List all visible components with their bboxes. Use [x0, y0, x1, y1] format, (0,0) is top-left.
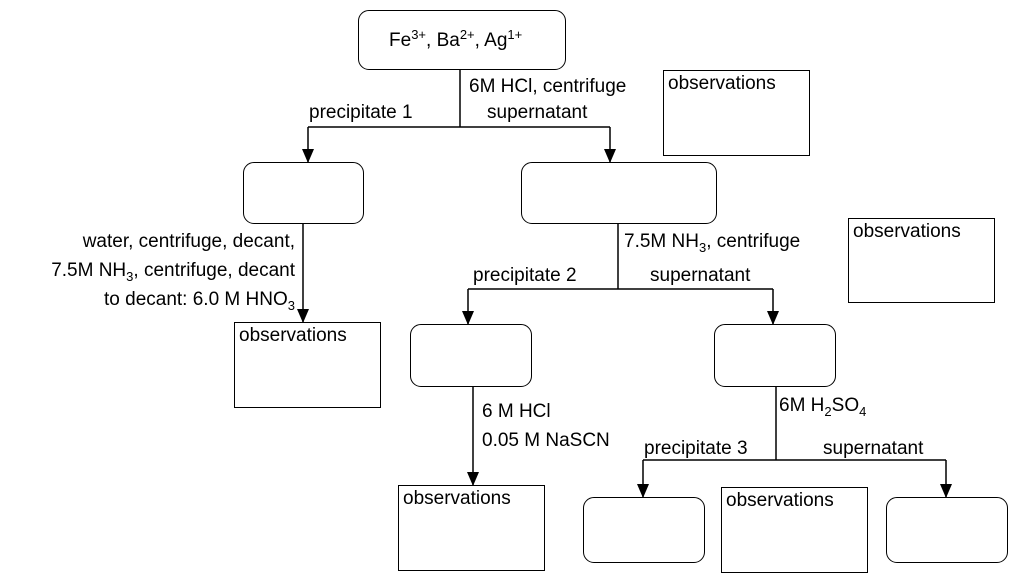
- observations-box-3: observations: [234, 322, 381, 408]
- supernatant-3-box: [886, 497, 1008, 563]
- observations-label: observations: [668, 73, 776, 94]
- observations-box-5: observations: [721, 487, 868, 573]
- observations-box-1: observations: [663, 70, 810, 156]
- precipitate-3-box: [583, 497, 705, 563]
- step3-reagent: 6M H2SO4: [779, 395, 867, 419]
- step2-left-branch: precipitate 2: [473, 265, 577, 286]
- observations-label: observations: [403, 488, 511, 509]
- mid-path-reagent-line1: 6 M HCl: [482, 401, 551, 422]
- observations-box-2: observations: [848, 218, 995, 303]
- step3-right-branch: supernatant: [823, 438, 924, 459]
- step2-right-branch: supernatant: [650, 265, 751, 286]
- step1-reagent: 6M HCl, centrifuge: [469, 76, 627, 97]
- left-path-reagent-line1: water, centrifuge, decant,: [82, 231, 295, 252]
- supernatant-1-box: [521, 162, 717, 224]
- observations-box-4: observations: [398, 485, 545, 571]
- left-path-reagent-line2: 7.5M NH3, centrifuge, decant: [51, 260, 295, 284]
- step3-left-branch: precipitate 3: [644, 438, 748, 459]
- start-ions-label: Fe3+, Ba2+, Ag1+: [389, 27, 523, 51]
- observations-label: observations: [853, 221, 961, 242]
- left-path-reagent-line3: to decant: 6.0 M HNO3: [104, 289, 295, 313]
- supernatant-2-box: [714, 324, 836, 387]
- step1-right-branch: supernatant: [487, 102, 588, 123]
- step1-left-branch: precipitate 1: [309, 102, 413, 123]
- precipitate-2-box: [410, 324, 532, 387]
- step2-reagent: 7.5M NH3, centrifuge: [624, 231, 801, 255]
- observations-label: observations: [239, 325, 347, 346]
- precipitate-1-box: [243, 162, 364, 224]
- mid-path-reagent-line2: 0.05 M NaSCN: [482, 430, 610, 451]
- observations-label: observations: [726, 490, 834, 511]
- start-box: Fe3+, Ba2+, Ag1+: [358, 10, 566, 70]
